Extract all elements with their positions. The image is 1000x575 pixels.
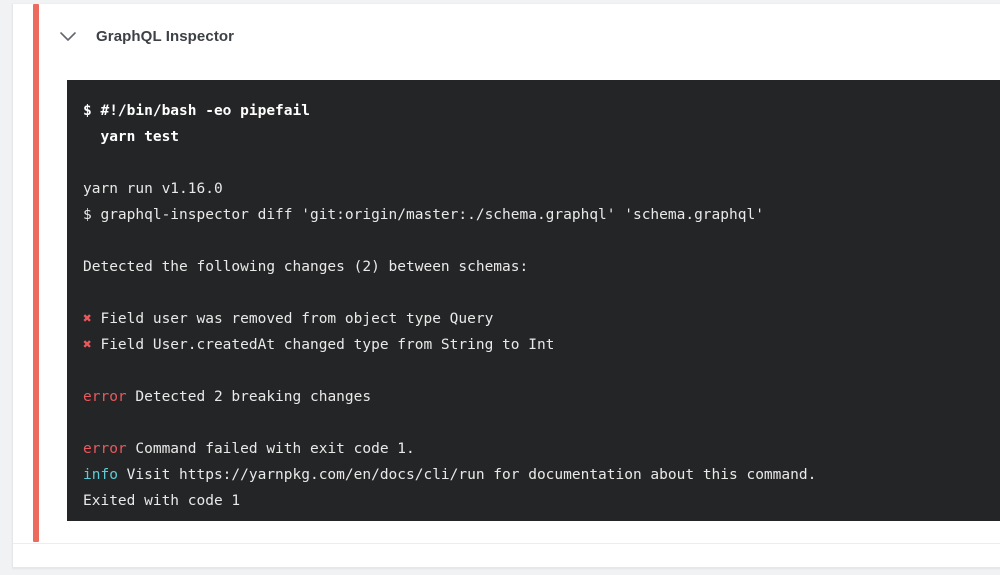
terminal-line: Exited with code 1 <box>83 493 241 509</box>
terminal-line: $ #!/bin/bash -eo pipefail <box>83 103 310 119</box>
terminal-line-text: Field User.createdAt changed type from S… <box>91 337 555 353</box>
terminal-line <box>83 280 996 306</box>
terminal-line <box>83 410 996 436</box>
breaking-change-icon: ✖ <box>83 311 92 327</box>
terminal-line: Detected the following changes (2) betwe… <box>83 259 529 275</box>
terminal-line-text: Field user was removed from object type … <box>91 311 494 327</box>
terminal-line-text: Detected 2 breaking changes <box>126 389 372 405</box>
terminal-line: info Visit https://yarnpkg.com/en/docs/c… <box>83 462 996 488</box>
terminal-line: yarn run v1.16.0 <box>83 181 223 197</box>
card-divider <box>13 543 1000 544</box>
terminal-line <box>83 150 996 176</box>
terminal-line: error Detected 2 breaking changes <box>83 384 996 410</box>
terminal-line <box>83 358 996 384</box>
job-header[interactable]: GraphQL Inspector <box>55 16 234 56</box>
terminal-line: ✖ Field User.createdAt changed type from… <box>83 332 996 358</box>
terminal-line: ✖ Field user was removed from object typ… <box>83 306 996 332</box>
terminal-line: error Command failed with exit code 1. <box>83 436 996 462</box>
terminal-line <box>83 228 996 254</box>
log-level-tag-error: error <box>83 441 127 457</box>
log-level-tag-error: error <box>83 389 127 405</box>
terminal-line: yarn test <box>83 129 180 145</box>
terminal-output[interactable]: $ #!/bin/bash -eo pipefail yarn test yar… <box>67 80 1000 521</box>
chevron-down-icon[interactable] <box>55 23 81 49</box>
terminal-line-text: Command failed with exit code 1. <box>126 441 415 457</box>
terminal-line: $ graphql-inspector diff 'git:origin/mas… <box>83 207 764 223</box>
log-level-tag-info: info <box>83 467 118 483</box>
terminal-line-text: Visit https://yarnpkg.com/en/docs/cli/ru… <box>117 467 817 483</box>
job-title: GraphQL Inspector <box>96 27 235 45</box>
job-status-bar <box>33 4 39 542</box>
breaking-change-icon: ✖ <box>83 337 92 353</box>
